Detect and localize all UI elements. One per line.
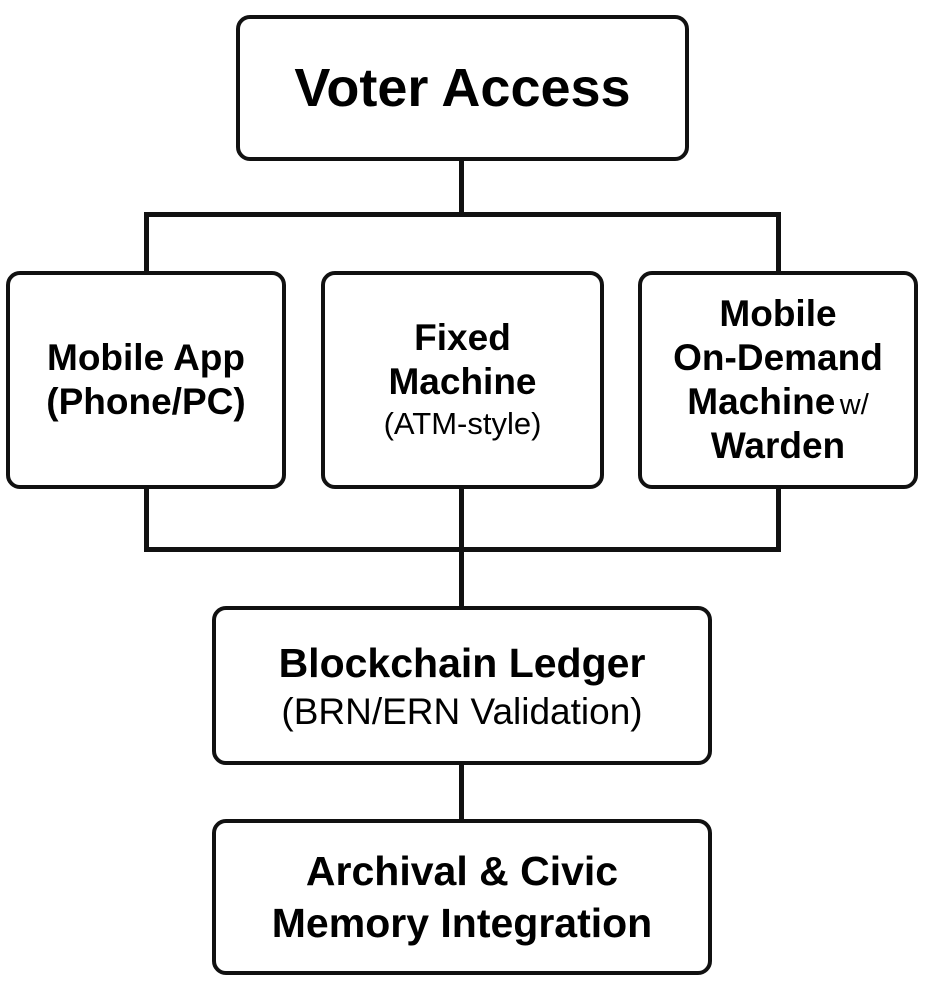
mobile-on-demand-box: Mobile On-Demand Machine w/ Warden [638,271,918,489]
archival-title-line2: Memory Integration [271,900,653,946]
voter-access-box: Voter Access [236,15,689,161]
on-demand-machine-text: Machine [687,381,836,422]
fixed-machine-title-line2: Machine [388,361,537,402]
connector-left-up [144,486,149,551]
archival-box: Archival & Civic Memory Integration [212,819,712,975]
on-demand-title-line1: Mobile [719,293,837,334]
connector-left-down [144,212,149,274]
connector-top-horizontal [144,212,781,217]
on-demand-title-line4: Warden [710,425,846,466]
fixed-machine-box: Fixed Machine (ATM-style) [321,271,604,489]
ledger-subtitle: (BRN/ERN Validation) [281,690,643,732]
on-demand-with-text: w/ [839,389,869,421]
blockchain-ledger-box: Blockchain Ledger (BRN/ERN Validation) [212,606,712,765]
connector-right-up [776,486,781,551]
connector-bottom-horizontal [144,547,781,552]
connector-top-vertical [459,158,464,215]
connector-right-down [776,212,781,274]
fixed-machine-subtitle: (ATM-style) [383,406,542,441]
archival-title-line1: Archival & Civic [305,848,619,894]
mobile-app-box: Mobile App (Phone/PC) [6,271,286,489]
ledger-title: Blockchain Ledger [278,639,646,686]
voter-access-title: Voter Access [294,58,631,118]
mobile-app-subtitle: (Phone/PC) [46,381,246,422]
fixed-machine-title-line1: Fixed [414,317,511,358]
on-demand-title-line2: On-Demand [673,337,883,378]
on-demand-title-line3: Machine w/ [687,380,869,424]
mobile-app-title: Mobile App [47,337,245,378]
connector-ledger-archive [459,762,464,822]
